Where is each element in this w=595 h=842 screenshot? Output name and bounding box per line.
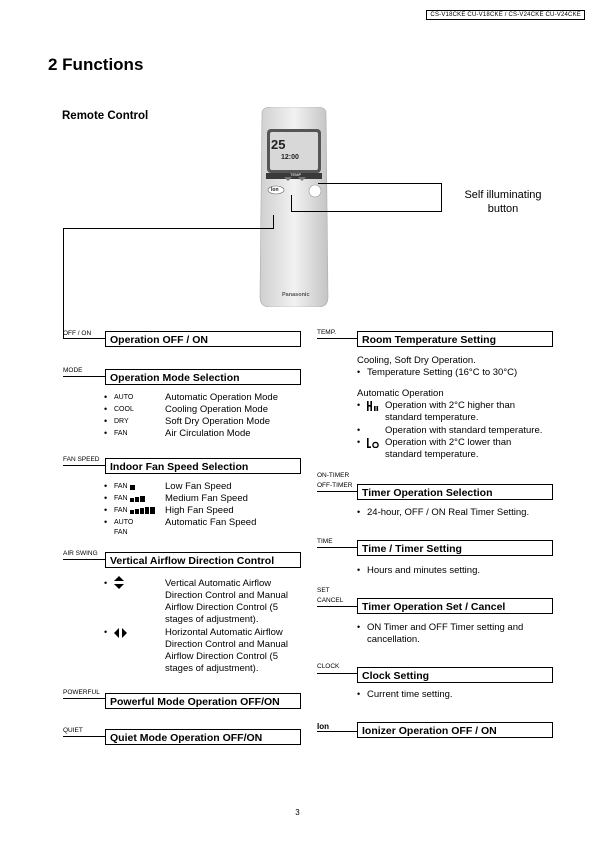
ionizer-box: Ionizer Operation OFF / ON: [357, 722, 553, 738]
bullet: •: [357, 425, 361, 435]
on-timer-label: ON-TIMER: [317, 472, 350, 479]
temp-desc-1: Cooling, Soft Dry Operation.: [357, 355, 476, 366]
mode-item-auto: •: [104, 392, 108, 402]
cancel-label: CANCEL: [317, 597, 344, 604]
remote-temp-label: TEMP: [290, 172, 302, 177]
bullet: •: [357, 507, 361, 517]
room-temp-box: Room Temperature Setting: [357, 331, 553, 347]
temp-higher-icon: [367, 401, 379, 411]
bullet: •: [104, 517, 108, 527]
bullet: •: [104, 505, 108, 515]
temp-higher-desc: Operation with 2°C higher than standard …: [385, 400, 516, 423]
temp-desc-2: Temperature Setting (16°C to 30°C): [367, 367, 518, 378]
bullet: •: [104, 416, 108, 426]
powerful-mode-box: Powerful Mode Operation OFF/ON: [105, 693, 301, 709]
time-label: TIME: [317, 538, 333, 545]
mode-label: MODE: [63, 367, 83, 374]
air-swing-label: AIR SWING: [63, 550, 98, 557]
bullet: •: [357, 400, 361, 410]
fan-high-icon: [130, 507, 155, 514]
mode-desc: Automatic Operation Mode: [165, 392, 279, 403]
temp-standard-desc: Operation with standard temperature.: [385, 425, 543, 436]
remote-ion-button[interactable]: Ion: [271, 187, 279, 193]
clock-setting-box: Clock Setting: [357, 667, 553, 683]
airflow-direction-box: Vertical Airflow Direction Control: [105, 552, 301, 568]
mode-key: AUTO: [114, 394, 134, 401]
mode-key: COOL: [114, 406, 134, 413]
bullet: •: [104, 493, 108, 503]
fan-key: AUTO: [114, 519, 134, 526]
mode-desc: Soft Dry Operation Mode: [165, 416, 271, 427]
fan-speed-label: FAN SPEED: [63, 456, 100, 463]
bullet: •: [357, 367, 361, 377]
section-subtitle: Remote Control: [62, 110, 149, 122]
fan-low-icon: [130, 485, 135, 490]
remote-control-image: [259, 107, 329, 307]
fan-desc: High Fan Speed: [165, 505, 234, 516]
fan-desc: Automatic Fan Speed: [165, 517, 257, 528]
timer-desc: 24-hour, OFF / ON Real Timer Setting.: [367, 507, 530, 518]
fan-desc: Low Fan Speed: [165, 481, 232, 492]
bullet: •: [104, 578, 108, 588]
ion-label: Ion: [317, 722, 329, 731]
off-timer-label: OFF-TIMER: [317, 482, 353, 489]
mode-desc: Air Circulation Mode: [165, 428, 251, 439]
set-label: SET: [317, 587, 330, 594]
quiet-mode-box: Quiet Mode Operation OFF/ON: [105, 729, 301, 745]
temp-label: TEMP.: [317, 329, 337, 336]
fan-key: FAN: [114, 495, 128, 502]
vertical-swing-icon: [114, 576, 124, 589]
offon-label: OFF / ON: [63, 330, 92, 337]
mode-desc: Cooling Operation Mode: [165, 404, 268, 415]
clock-label: CLOCK: [317, 663, 340, 670]
quiet-label: QUIET: [63, 727, 83, 734]
bullet: •: [357, 437, 361, 447]
remote-brand-logo: Panasonic: [282, 292, 310, 298]
bullet: •: [357, 689, 361, 699]
document-code: CS-V18CKE CU-V18CKE / CS-V24CKE CU-V24CK…: [426, 10, 585, 20]
self-illuminating-callout: Self illuminating button: [464, 189, 542, 215]
bullet: •: [104, 627, 108, 637]
horizontal-swing-desc: Horizontal Automatic Airflow Direction C…: [165, 627, 289, 674]
remote-display-number: 25: [271, 137, 286, 152]
page-number: 3: [295, 808, 300, 817]
remote-display-time: 12:00: [281, 154, 299, 161]
bullet: •: [357, 565, 361, 575]
horizontal-swing-icon: [114, 628, 127, 638]
bullet: •: [104, 481, 108, 491]
temp-lower-icon: [367, 438, 379, 448]
fan-key: FAN: [114, 483, 128, 490]
bullet: •: [104, 404, 108, 414]
fan-speed-box: Indoor Fan Speed Selection: [105, 458, 301, 474]
time-timer-box: Time / Timer Setting: [357, 540, 553, 556]
fan-desc: Medium Fan Speed: [165, 493, 248, 504]
operation-offon-box: Operation OFF / ON: [105, 331, 301, 347]
timer-set-cancel-box: Timer Operation Set / Cancel: [357, 598, 553, 614]
vertical-swing-desc: Vertical Automatic Airflow Direction Con…: [165, 578, 289, 625]
powerful-label: POWERFUL: [63, 689, 100, 696]
page-title: 2 Functions: [48, 55, 144, 74]
bullet: •: [357, 622, 361, 632]
mode-key: FAN: [114, 430, 128, 437]
set-desc: ON Timer and OFF Timer setting and cance…: [367, 622, 524, 645]
auto-operation-title: Automatic Operation: [357, 388, 444, 399]
fan-medium-icon: [130, 496, 145, 502]
clock-desc: Current time setting.: [367, 689, 453, 700]
time-desc: Hours and minutes setting.: [367, 565, 481, 576]
timer-operation-box: Timer Operation Selection: [357, 484, 553, 500]
operation-mode-box: Operation Mode Selection: [105, 369, 301, 385]
temp-lower-desc: Operation with 2°C lower than standard t…: [385, 437, 512, 460]
fan-key: FAN: [114, 507, 128, 514]
mode-key: DRY: [114, 418, 129, 425]
bullet: •: [104, 428, 108, 438]
fan-key-2: FAN: [114, 529, 128, 536]
